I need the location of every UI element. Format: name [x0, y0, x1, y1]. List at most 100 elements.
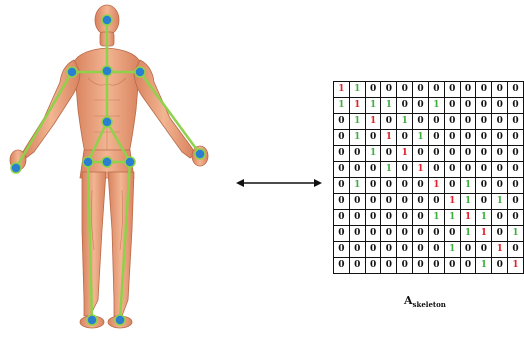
- double-arrow-icon: [236, 176, 322, 190]
- matrix-cell: 0: [365, 82, 381, 98]
- matrix-cell: 1: [397, 114, 413, 130]
- matrix-cell: 0: [381, 226, 397, 242]
- matrix-cell: 0: [413, 178, 429, 194]
- joint-marker: [87, 315, 97, 325]
- matrix-cell: 0: [349, 210, 365, 226]
- matrix-cell: 0: [413, 258, 429, 274]
- matrix-cell: 1: [349, 178, 365, 194]
- matrix-cell: 0: [365, 194, 381, 210]
- matrix-cell: 0: [397, 178, 413, 194]
- matrix-cell: 1: [444, 242, 460, 258]
- matrix-cell: 0: [349, 242, 365, 258]
- matrix-cell: 0: [413, 242, 429, 258]
- matrix-row: 011010000000: [334, 114, 524, 130]
- matrix-cell: 1: [381, 98, 397, 114]
- matrix-cell: 0: [397, 194, 413, 210]
- matrix-cell: 0: [508, 146, 524, 162]
- matrix-cell: 0: [365, 162, 381, 178]
- matrix-cell: 0: [428, 82, 444, 98]
- joint-marker: [135, 67, 145, 77]
- matrix-cell: 1: [365, 98, 381, 114]
- matrix-cell: 0: [476, 114, 492, 130]
- matrix-cell: 0: [349, 258, 365, 274]
- matrix-cell: 0: [334, 146, 350, 162]
- matrix-cell: 0: [460, 258, 476, 274]
- matrix-cell: 0: [492, 82, 508, 98]
- caption-main: A: [404, 294, 413, 307]
- matrix-cell: 1: [365, 114, 381, 130]
- matrix-cell: 0: [460, 114, 476, 130]
- matrix-cell: 0: [428, 130, 444, 146]
- matrix-cell: 0: [397, 210, 413, 226]
- matrix-cell: 0: [381, 194, 397, 210]
- matrix-cell: 0: [428, 242, 444, 258]
- matrix-cell: 0: [476, 178, 492, 194]
- matrix-cell: 1: [349, 82, 365, 98]
- matrix-cell: 0: [413, 194, 429, 210]
- matrix-cell: 0: [334, 210, 350, 226]
- matrix-cell: 0: [444, 162, 460, 178]
- matrix-cell: 0: [381, 258, 397, 274]
- matrix-cell: 1: [508, 226, 524, 242]
- matrix-cell: 0: [397, 258, 413, 274]
- matrix-cell: 0: [381, 114, 397, 130]
- matrix-cell: 0: [413, 146, 429, 162]
- matrix-cell: 0: [460, 162, 476, 178]
- matrix-cell: 0: [397, 226, 413, 242]
- matrix-cell: 0: [334, 114, 350, 130]
- matrix-cell: 1: [492, 242, 508, 258]
- matrix-cell: 0: [381, 82, 397, 98]
- joint-marker: [125, 157, 135, 167]
- matrix-cell: 0: [460, 82, 476, 98]
- matrix-cell: 1: [444, 194, 460, 210]
- joint-marker: [102, 117, 112, 127]
- matrix-cell: 0: [492, 146, 508, 162]
- matrix-cell: 0: [334, 242, 350, 258]
- matrix-cell: 0: [444, 258, 460, 274]
- matrix-cell: 1: [365, 146, 381, 162]
- matrix-cell: 0: [508, 82, 524, 98]
- matrix-cell: 0: [365, 130, 381, 146]
- joint-marker: [102, 157, 112, 167]
- matrix-cell: 0: [476, 98, 492, 114]
- matrix-cell: 0: [508, 210, 524, 226]
- matrix-cell: 0: [334, 226, 350, 242]
- matrix-cell: 0: [349, 146, 365, 162]
- matrix-cell: 0: [381, 178, 397, 194]
- matrix-cell: 0: [349, 162, 365, 178]
- matrix-cell: 0: [492, 114, 508, 130]
- matrix-cell: 0: [428, 226, 444, 242]
- matrix-cell: 0: [334, 258, 350, 274]
- matrix-cell: 0: [413, 114, 429, 130]
- matrix-cell: 1: [428, 98, 444, 114]
- matrix-cell: 0: [397, 82, 413, 98]
- matrix-cell: 0: [492, 98, 508, 114]
- matrix-cell: 0: [492, 226, 508, 242]
- matrix-cell: 1: [413, 130, 429, 146]
- matrix-cell: 0: [444, 226, 460, 242]
- joint-marker: [11, 163, 21, 173]
- matrix-cell: 0: [428, 114, 444, 130]
- matrix-row: 000000111100: [334, 210, 524, 226]
- human-body-illustration: [0, 0, 230, 338]
- matrix-cell: 0: [476, 242, 492, 258]
- matrix-cell: 0: [365, 258, 381, 274]
- matrix-cell: 1: [349, 130, 365, 146]
- adjacency-matrix-table: 1100000000001111001000000110100000000101…: [333, 81, 524, 274]
- matrix-cell: 0: [334, 162, 350, 178]
- matrix-cell: 0: [444, 82, 460, 98]
- matrix-cell: 0: [476, 146, 492, 162]
- matrix-cell: 1: [349, 98, 365, 114]
- matrix-cell: 0: [334, 194, 350, 210]
- matrix-cell: 0: [476, 82, 492, 98]
- matrix-cell: 0: [381, 210, 397, 226]
- matrix-cell: 0: [508, 162, 524, 178]
